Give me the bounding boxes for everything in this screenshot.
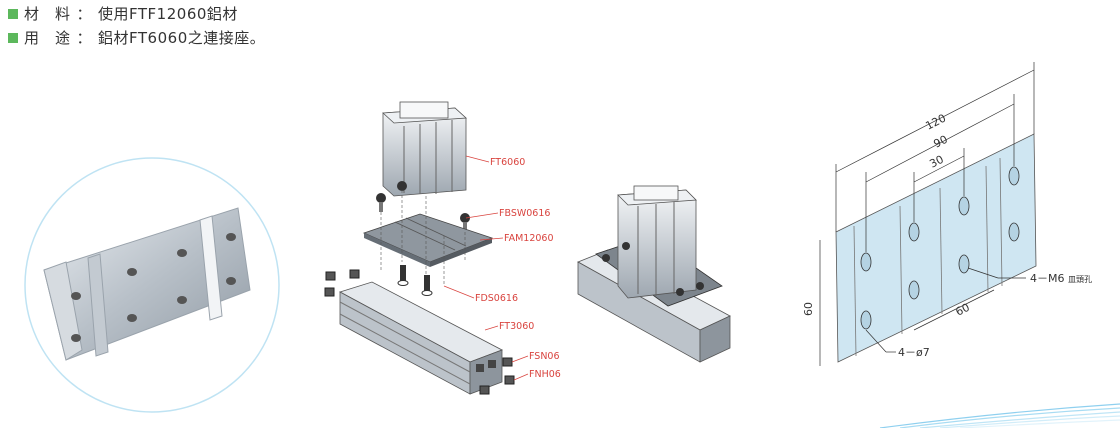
label-ft3060: FT3060 <box>499 321 534 332</box>
ft6060-profile <box>382 101 467 197</box>
fam12060-plate <box>362 213 494 267</box>
bullet-icon <box>8 32 18 43</box>
guide-lines <box>380 190 466 285</box>
technical-drawing: 120 90 30 60 60 4－M6 皿頭孔 4－ø7 <box>802 62 1092 366</box>
label-fnh06: FNH06 <box>529 369 561 380</box>
label-ft6060: FT6060 <box>490 157 525 168</box>
dim-thread-note: 皿頭孔 <box>1068 275 1092 284</box>
spec-usage-value: 鋁材FT6060之連接座。 <box>98 29 266 47</box>
bullet-icon <box>8 8 18 19</box>
spec-material-sep: ： <box>76 5 93 23</box>
dim-width-60: 60 <box>953 301 971 319</box>
exploded-assembly: FT6060 FBSW0616 FAM12060 FDS0616 FT3060 … <box>324 101 561 395</box>
assembled-view <box>577 185 731 363</box>
spec-material: 材 料 ： 使用FTF12060鋁材 <box>8 3 238 24</box>
dim-height-60: 60 <box>802 302 815 316</box>
dim-30: 30 <box>927 153 945 171</box>
spec-material-key: 材 料 <box>24 5 71 23</box>
decorative-swoosh <box>879 403 1120 428</box>
spec-usage-sep: ： <box>76 29 93 47</box>
product-photo <box>24 157 280 413</box>
label-fam12060: FAM12060 <box>504 233 554 244</box>
label-fsn06: FSN06 <box>529 351 560 362</box>
spec-usage: 用 途 ： 鋁材FT6060之連接座。 <box>8 27 265 48</box>
dim-120: 120 <box>923 112 948 133</box>
spec-material-value: 使用FTF12060鋁材 <box>98 5 238 23</box>
ft3060-profile <box>338 281 503 395</box>
dim-hole: 4－ø7 <box>898 346 930 359</box>
spec-usage-key: 用 途 <box>24 29 71 47</box>
label-fds0616: FDS0616 <box>475 293 518 304</box>
dim-90: 90 <box>931 133 949 151</box>
dim-thread: 4－M6 <box>1030 272 1065 285</box>
fds0616-screws <box>397 265 433 296</box>
label-fbsw0616: FBSW0616 <box>499 208 550 219</box>
